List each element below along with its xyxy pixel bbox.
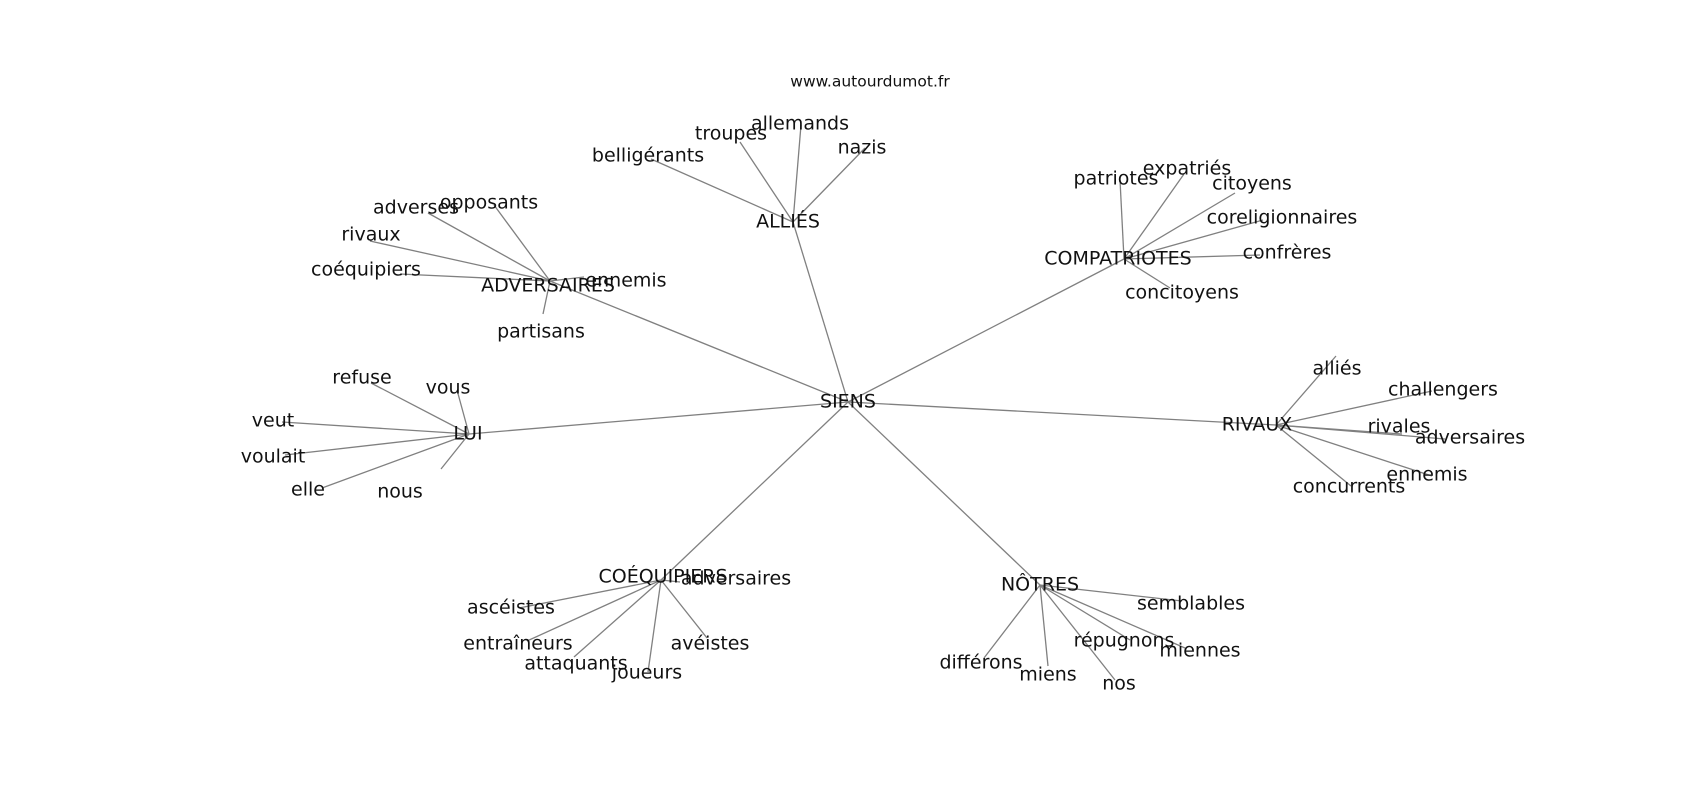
site-watermark[interactable]: www.autourdumot.fr: [790, 73, 950, 91]
leaf-node-label[interactable]: allemands: [751, 113, 849, 135]
leaf-node-label[interactable]: voulait: [241, 446, 306, 468]
hub-leaf-edge: [1275, 424, 1433, 477]
leaf-node-label[interactable]: alliés: [1312, 358, 1361, 380]
hub-leaf-edge: [526, 579, 662, 642]
hub-leaf-edge: [1039, 584, 1116, 681]
leaf-node-label[interactable]: entraîneurs: [463, 633, 572, 655]
leaf-node-label[interactable]: attaquants: [524, 653, 627, 675]
leaf-node-label[interactable]: patriotes: [1074, 168, 1159, 190]
hub-leaf-edge: [370, 382, 470, 435]
hub-leaf-edge: [647, 579, 662, 673]
leaf-node-label[interactable]: challengers: [1388, 379, 1498, 401]
leaf-node-label[interactable]: concitoyens: [1125, 282, 1239, 304]
hub-leaf-edge: [1275, 424, 1446, 440]
hub-node-label[interactable]: LUI: [453, 423, 482, 445]
center-hub-edge: [847, 401, 1041, 586]
hub-leaf-edge: [321, 433, 470, 489]
leaf-node-label[interactable]: semblables: [1137, 593, 1245, 615]
leaf-node-label[interactable]: belligérants: [592, 145, 704, 167]
hub-leaf-edge: [456, 389, 470, 435]
hub-leaf-edge: [1123, 192, 1236, 260]
hub-leaf-edge: [739, 141, 794, 223]
hub-leaf-edge: [573, 579, 662, 658]
leaf-node-label[interactable]: miennes: [1159, 640, 1240, 662]
hub-leaf-edge: [427, 212, 551, 282]
center-hub-edge: [792, 221, 849, 403]
hub-leaf-edge: [281, 421, 470, 435]
center-hub-edge: [549, 280, 849, 403]
hub-leaf-edge: [1039, 584, 1131, 641]
leaf-node-label[interactable]: opposants: [440, 192, 538, 214]
leaf-node-label[interactable]: adverses: [373, 197, 459, 219]
hub-leaf-edge: [1123, 258, 1171, 289]
hub-node-label[interactable]: COMPATRIOTES: [1044, 248, 1191, 270]
leaf-node-label[interactable]: répugnons: [1074, 630, 1175, 652]
hub-leaf-edge: [1123, 219, 1264, 260]
hub-node-label[interactable]: ADVERSAIRES: [481, 275, 615, 297]
hub-leaf-edge: [792, 124, 802, 223]
hub-leaf-edge: [983, 584, 1041, 659]
hub-node-label[interactable]: ALLIÉS: [756, 210, 820, 233]
leaf-node-label[interactable]: ennemis: [1386, 464, 1467, 486]
leaf-node-label[interactable]: adversaires: [1415, 427, 1525, 449]
hub-leaf-edge: [1275, 390, 1433, 426]
hub-leaf-edge: [549, 276, 585, 282]
leaf-node-label[interactable]: nos: [1102, 673, 1136, 695]
hub-leaf-edge: [792, 147, 866, 223]
graph-edges: [281, 124, 1446, 681]
leaf-node-label[interactable]: coéquipiers: [311, 259, 421, 281]
leaf-node-label[interactable]: coreligionnaires: [1207, 207, 1358, 229]
leaf-node-label[interactable]: rivaux: [341, 224, 400, 246]
leaf-node-label[interactable]: partisans: [497, 321, 585, 343]
center-hub-edge: [847, 258, 1125, 403]
leaf-node-label[interactable]: vous: [426, 377, 471, 399]
leaf-node-label[interactable]: troupes: [695, 123, 767, 145]
center-hub-edge: [468, 401, 849, 435]
leaf-node-label[interactable]: expatriés: [1143, 158, 1231, 180]
hub-leaf-edge: [1275, 424, 1352, 487]
leaf-node-label[interactable]: confrères: [1243, 242, 1332, 264]
hub-node-label[interactable]: RIVAUX: [1222, 414, 1293, 436]
leaf-node-label[interactable]: rivales: [1368, 416, 1431, 438]
center-hub-edge: [660, 401, 849, 581]
leaf-node-label[interactable]: elle: [291, 479, 325, 501]
hub-leaf-edge: [660, 579, 708, 639]
leaf-node-label[interactable]: différons: [939, 652, 1022, 674]
leaf-node-label[interactable]: adversaires: [681, 568, 791, 590]
center-hub-edge: [847, 401, 1277, 426]
leaf-node-label[interactable]: concurrents: [1293, 476, 1406, 498]
leaf-node-label[interactable]: veut: [252, 410, 294, 432]
hub-leaf-edge: [542, 280, 551, 315]
hub-leaf-edge: [660, 579, 681, 583]
leaf-node-label[interactable]: ennemis: [585, 270, 666, 292]
leaf-node-label[interactable]: citoyens: [1212, 173, 1292, 195]
hub-leaf-edge: [493, 204, 551, 282]
hub-leaf-edge: [369, 240, 551, 282]
leaf-node-label[interactable]: nazis: [838, 137, 887, 159]
hub-leaf-edge: [1039, 584, 1183, 602]
leaf-node-label[interactable]: miens: [1019, 664, 1076, 686]
hub-leaf-edge: [1039, 584, 1049, 667]
hub-leaf-edge: [1123, 173, 1185, 260]
hub-leaf-edge: [650, 158, 794, 223]
hub-node-label[interactable]: NÔTRES: [1001, 572, 1079, 596]
hub-leaf-edge: [440, 433, 470, 470]
hub-leaf-edge: [1039, 584, 1186, 649]
hub-node-label[interactable]: COÉQUIPIERS: [598, 565, 727, 588]
leaf-node-label[interactable]: ascéistes: [467, 597, 555, 619]
hub-leaf-edge: [518, 579, 662, 609]
center-node-label[interactable]: SIENS: [820, 391, 876, 413]
leaf-node-label[interactable]: avéistes: [671, 633, 750, 655]
leaf-node-label[interactable]: joueurs: [611, 662, 682, 684]
hub-leaf-edge: [1119, 179, 1125, 260]
leaf-node-label[interactable]: nous: [377, 481, 423, 503]
hub-leaf-edge: [399, 273, 551, 282]
hub-leaf-edge: [1123, 254, 1261, 260]
leaf-node-label[interactable]: refuse: [332, 367, 391, 389]
hub-leaf-edge: [1275, 355, 1337, 426]
hub-leaf-edge: [284, 433, 470, 456]
